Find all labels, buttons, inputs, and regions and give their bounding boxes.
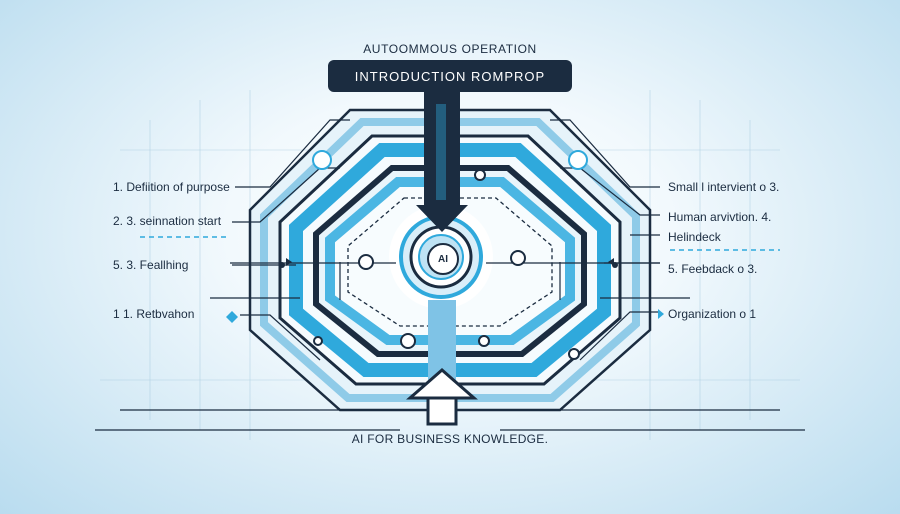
marker-diamond-icon	[608, 258, 614, 266]
small-badge-icon	[568, 150, 588, 170]
dashed-inner-ring	[347, 197, 553, 327]
marker-diamond-icon	[286, 258, 292, 266]
ai-core-label: AI	[427, 243, 459, 275]
right-leaders	[500, 119, 805, 431]
right-item-2: Human arvivtion. 4.	[668, 210, 772, 224]
dashed-accents	[140, 236, 780, 251]
node-dot-icon	[474, 169, 486, 181]
marker-diamond-icon	[226, 311, 238, 323]
right-item-1: Small l intervient o 3.	[668, 180, 780, 194]
right-item-4: 5. Feebdack o 3.	[668, 262, 758, 276]
marker-diamond-icon	[658, 309, 664, 319]
node-dot-icon	[313, 336, 323, 346]
node-dots	[279, 169, 618, 360]
right-item-5: Organization o 1	[668, 307, 757, 321]
left-item-2: 2. 3. ѕeinnation start	[113, 214, 222, 228]
arrow-down-icon	[416, 90, 468, 232]
title-banner: INTRODUCTION ROMPROP	[328, 60, 572, 92]
small-badge-icon	[312, 150, 332, 170]
node-dot-icon	[568, 348, 580, 360]
node-dot-icon	[478, 335, 490, 347]
left-leaders	[95, 119, 400, 431]
node-dot-icon	[510, 250, 526, 266]
left-item-4: 1 1. Retbvahon	[113, 307, 195, 321]
arrow-up-icon	[406, 300, 478, 426]
node-dot-icon	[400, 333, 416, 349]
left-item-3: 5. 3. Feallhing	[113, 258, 189, 272]
blue-band	[289, 143, 611, 377]
footer-title: AI FOR BUSINESS KNOWLEDGE.	[351, 432, 549, 446]
node-dot-icon	[358, 254, 374, 270]
right-item-3: Helindeck	[668, 230, 721, 244]
diagram-subtitle: AUTOOMMOUS OPERATION	[363, 42, 537, 56]
left-item-1: 1. Defiition of purpose	[113, 180, 230, 194]
